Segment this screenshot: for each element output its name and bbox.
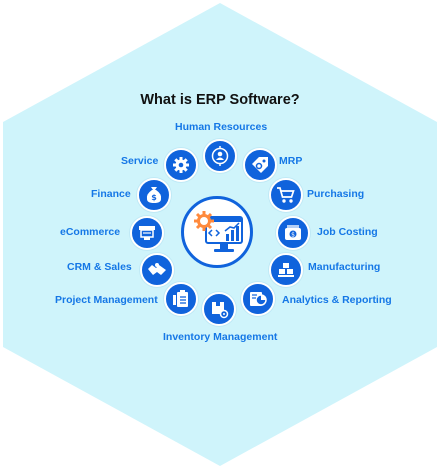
node-crm-sales bbox=[140, 253, 174, 287]
label-purchasing: Purchasing bbox=[307, 188, 365, 200]
boxes-stack-icon bbox=[278, 263, 294, 277]
node-manufacturing bbox=[269, 253, 303, 287]
diagram-title: What is ERP Software? bbox=[140, 92, 300, 108]
label-inventory-management: Inventory Management bbox=[163, 331, 278, 343]
svg-text:$: $ bbox=[151, 193, 157, 202]
label-job-costing: Job Costing bbox=[317, 226, 378, 238]
money-bag-dollar-icon: $ bbox=[146, 187, 162, 203]
node-purchasing bbox=[269, 178, 303, 212]
label-service: Service bbox=[121, 155, 159, 167]
node-job-costing: $ bbox=[276, 216, 310, 250]
tag-gear-icon bbox=[252, 157, 268, 173]
erp-monitor-chart-gear-icon bbox=[194, 211, 243, 252]
gear-icon bbox=[173, 157, 189, 173]
clipboard-list-icon bbox=[173, 290, 188, 307]
label-analytics-reporting: Analytics & Reporting bbox=[282, 294, 392, 306]
person-target-icon bbox=[211, 146, 229, 166]
node-analytics-reporting bbox=[241, 282, 275, 316]
label-project-management: Project Management bbox=[55, 294, 158, 306]
label-finance: Finance bbox=[91, 188, 131, 200]
label-human-resources: Human Resources bbox=[175, 121, 268, 133]
node-ecommerce bbox=[130, 216, 164, 250]
node-inventory-management bbox=[202, 292, 236, 326]
label-crm-sales: CRM & Sales bbox=[67, 261, 132, 273]
node-service bbox=[164, 148, 198, 182]
label-mrp: MRP bbox=[279, 155, 303, 167]
svg-text:$: $ bbox=[291, 232, 295, 239]
node-project-management bbox=[164, 282, 198, 316]
storefront-icon bbox=[139, 226, 155, 240]
shopping-cart-icon bbox=[277, 187, 295, 203]
node-mrp bbox=[243, 148, 277, 182]
wallet-dollar-icon: $ bbox=[285, 225, 301, 240]
label-ecommerce: eCommerce bbox=[60, 226, 121, 238]
label-manufacturing: Manufacturing bbox=[308, 261, 381, 273]
node-finance: $ bbox=[137, 178, 171, 212]
erp-center-hub bbox=[181, 196, 253, 268]
handshake-icon bbox=[148, 263, 166, 275]
box-gear-icon bbox=[212, 302, 229, 319]
pie-chart-icon bbox=[250, 292, 267, 306]
node-human-resources bbox=[203, 139, 237, 173]
